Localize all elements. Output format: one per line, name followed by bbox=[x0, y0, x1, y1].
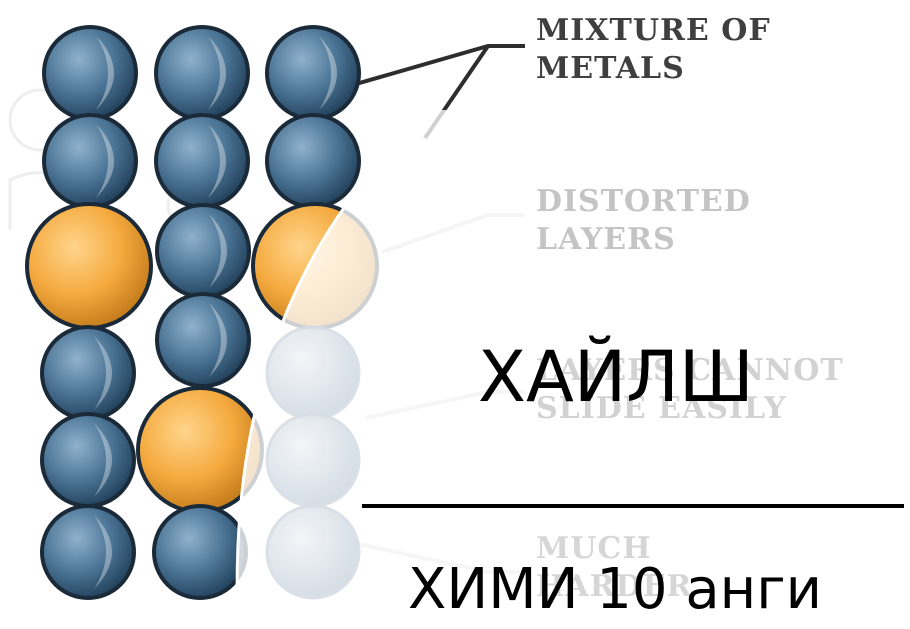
metal-atom bbox=[154, 113, 250, 209]
faded-metal-atom bbox=[265, 412, 361, 508]
title-divider bbox=[362, 504, 904, 508]
faded-metal-atom bbox=[265, 504, 361, 600]
metal-atom bbox=[40, 325, 136, 421]
label-much-harder: MUCH HARDER bbox=[536, 530, 692, 606]
label-mixture-of-metals: MIXTURE OF METALS bbox=[536, 12, 771, 88]
metal-atom bbox=[265, 113, 361, 209]
metal-atom bbox=[40, 504, 136, 600]
page-overlay bbox=[237, 110, 910, 629]
metal-atom bbox=[42, 25, 138, 121]
slide-subtitle: ХИМИ 10 анги bbox=[408, 557, 823, 622]
label-harder-line-1: MUCH bbox=[536, 531, 652, 566]
metal-atom bbox=[42, 113, 138, 209]
faded-atoms bbox=[265, 325, 361, 600]
label-distorted-layers: DISTORTED LAYERS bbox=[536, 183, 751, 259]
label-slide-line-2: SLIDE EASILY bbox=[536, 391, 787, 426]
label-distorted-line-1: DISTORTED bbox=[536, 184, 751, 219]
label-slide-line-1: LAYERS CANNOT bbox=[536, 353, 844, 388]
metal-atom bbox=[155, 292, 251, 388]
atom-highlights bbox=[94, 36, 337, 589]
slide-title: ХАЙЛШ bbox=[478, 336, 754, 418]
faded-metal-atom bbox=[265, 325, 361, 421]
label-mixture-line-1: MIXTURE OF bbox=[536, 13, 771, 48]
metal-atom bbox=[155, 203, 251, 299]
alloy-atom bbox=[25, 202, 153, 330]
label-harder-line-2: HARDER bbox=[536, 569, 693, 604]
metal-atom bbox=[265, 25, 361, 121]
page-overlay-edge bbox=[235, 108, 432, 629]
metal-atom bbox=[152, 504, 248, 600]
atom-lattice bbox=[25, 25, 379, 600]
metal-atom bbox=[154, 25, 250, 121]
label-mixture-line-2: METALS bbox=[536, 51, 685, 86]
leader-line-mixture bbox=[341, 44, 525, 90]
label-layers-cannot-slide: LAYERS CANNOT SLIDE EASILY bbox=[536, 352, 844, 428]
metal-atom bbox=[40, 412, 136, 508]
label-distorted-line-2: LAYERS bbox=[536, 222, 676, 257]
